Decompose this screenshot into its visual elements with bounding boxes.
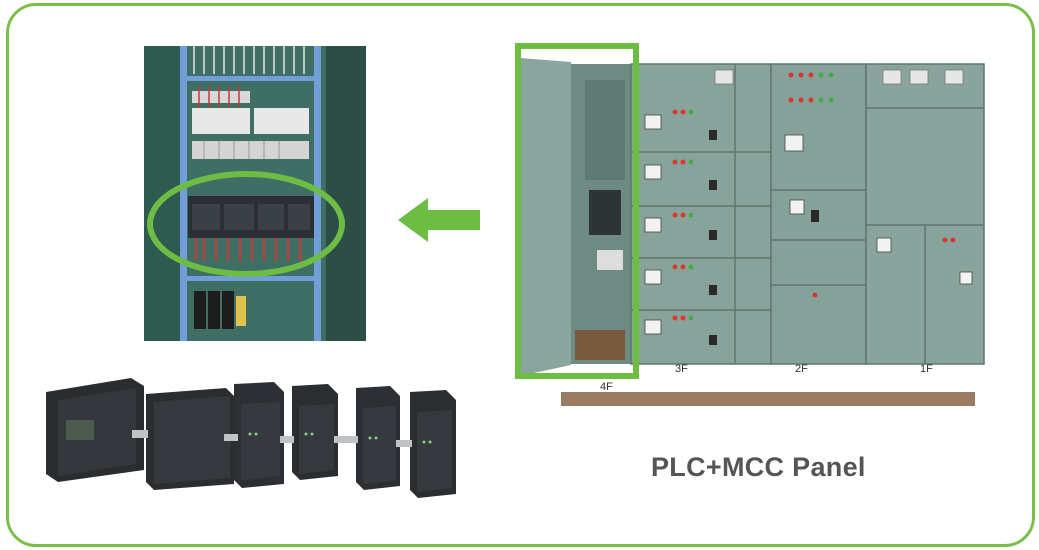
section-label-1f: 1F [920, 363, 933, 375]
caption-title: PLC+MCC Panel [651, 452, 866, 482]
left-arrow-icon [398, 196, 480, 244]
section-label-4f: 4F [600, 381, 613, 393]
plc-cabinet-photo [144, 46, 366, 341]
mcc-panel-photo: 4F 3F 2F 1F [505, 40, 989, 412]
section-label-2f: 2F [795, 363, 808, 375]
section-label-3f: 3F [675, 363, 688, 375]
plc-modules-photo [36, 372, 470, 500]
